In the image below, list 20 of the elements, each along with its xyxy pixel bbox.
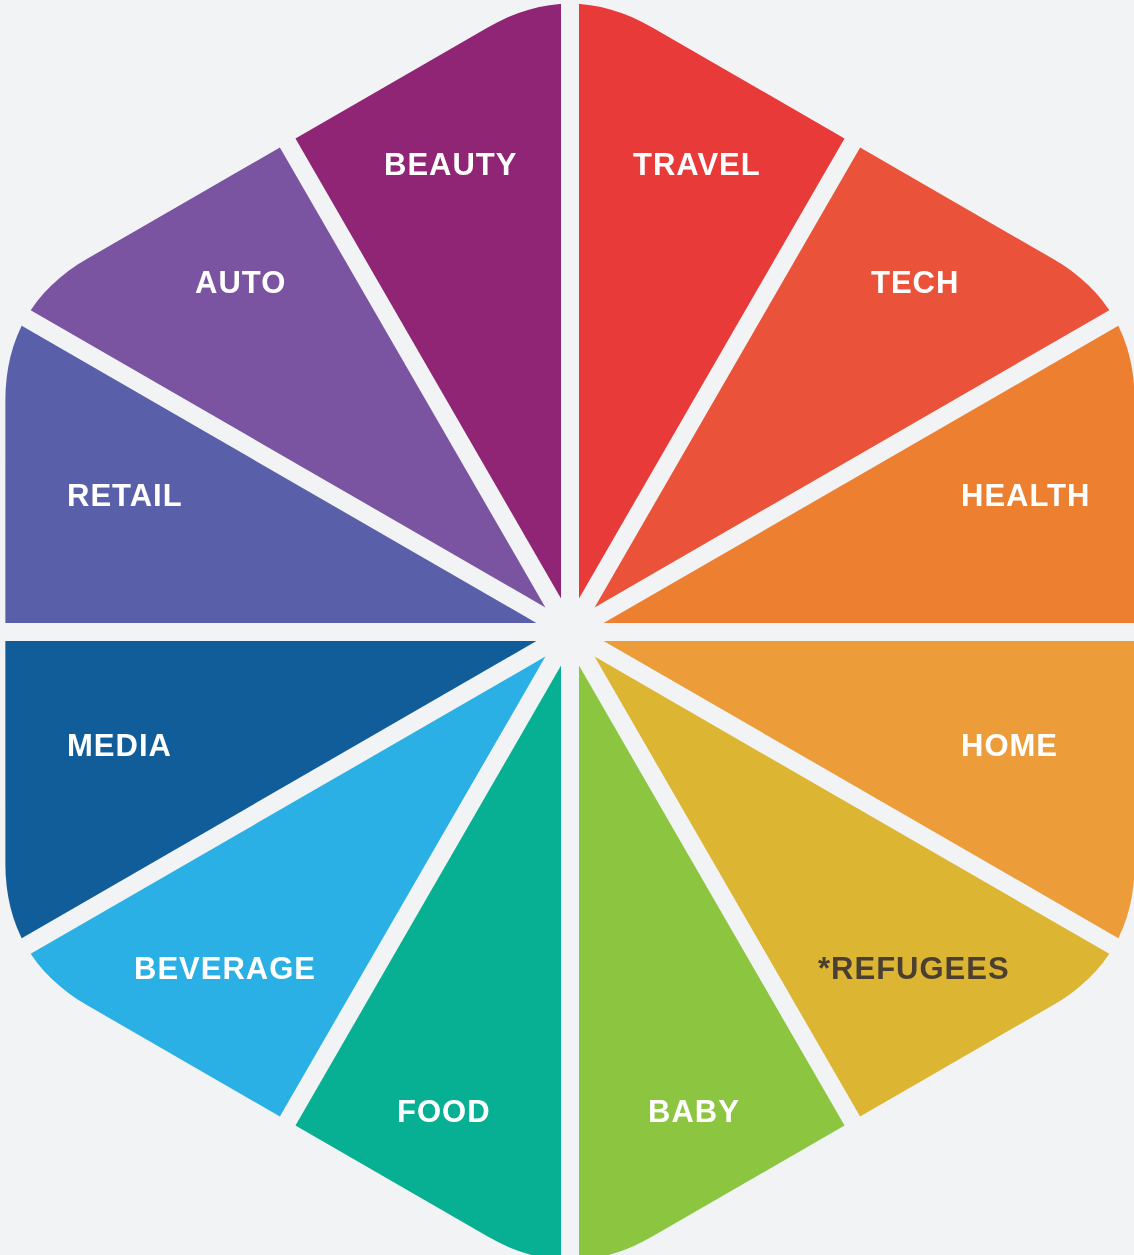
segment-label: MEDIA xyxy=(67,728,172,764)
segment-label: TECH xyxy=(871,265,960,301)
wedge-segment xyxy=(30,147,546,608)
segment-label: *REFUGEES xyxy=(818,951,1010,987)
wedge-segment xyxy=(5,641,537,939)
segment-label: HEALTH xyxy=(961,478,1091,514)
wedge-segment xyxy=(603,325,1134,623)
wedge-segment xyxy=(5,325,537,623)
segment-label: BEAUTY xyxy=(384,147,518,183)
wedge-segment xyxy=(579,4,845,599)
segment-label: AUTO xyxy=(195,265,287,301)
segment-label: TRAVEL xyxy=(633,147,761,183)
segment-label: BABY xyxy=(648,1094,740,1130)
wedge-segment xyxy=(594,147,1110,608)
segment-label: FOOD xyxy=(397,1094,491,1130)
segment-label: BEVERAGE xyxy=(134,951,316,987)
segment-label: RETAIL xyxy=(67,478,183,514)
wedge-segment xyxy=(603,641,1134,939)
wedge-segment xyxy=(295,4,561,599)
segment-label: HOME xyxy=(961,728,1058,764)
